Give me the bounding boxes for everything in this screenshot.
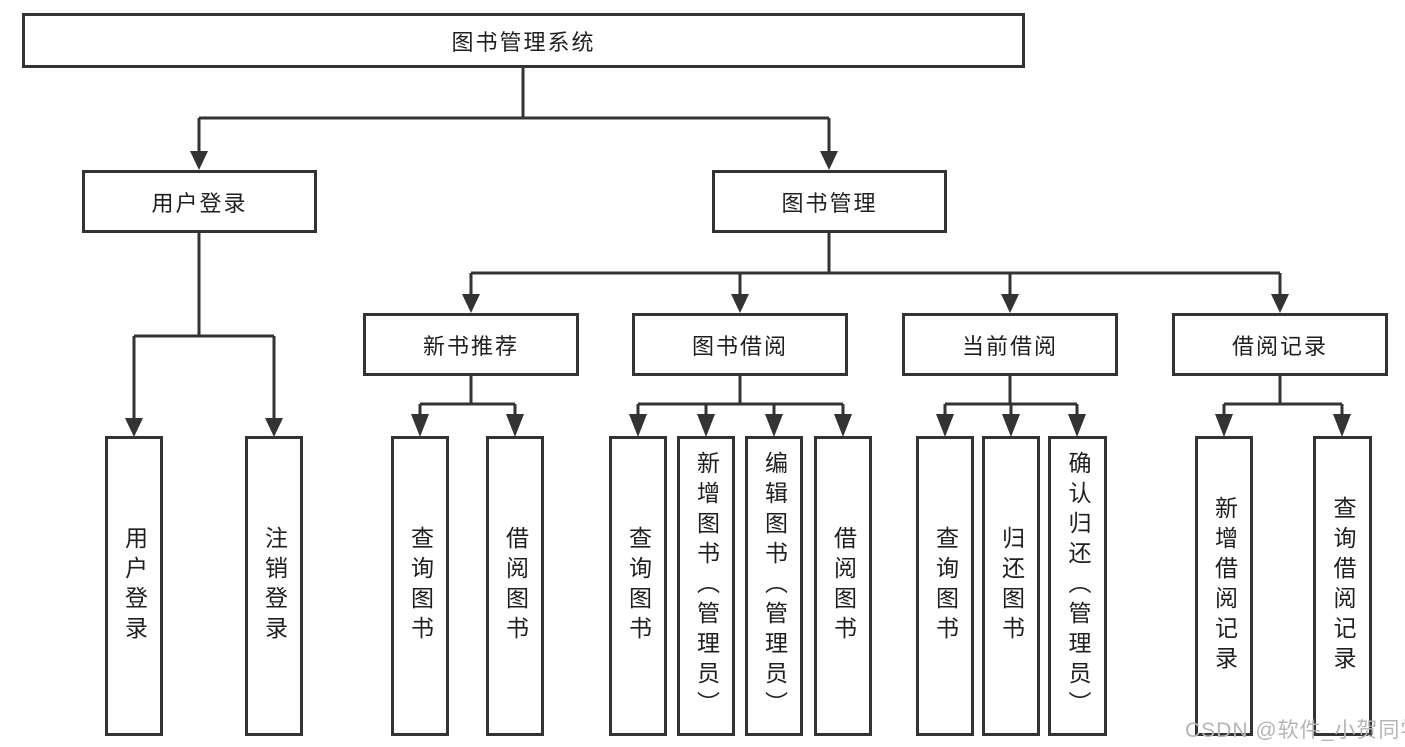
node-leaf-logout: 注销登录 <box>245 436 303 736</box>
node-leaf-user-login: 用户登录 <box>105 436 163 736</box>
node-current-borrowing: 当前借阅 <box>902 313 1118 376</box>
node-leaf-add-books-admin: 新增图书（管理员） <box>677 436 735 736</box>
node-book-management: 图书管理 <box>712 170 947 233</box>
node-leaf-confirm-return-admin: 确认归还（管理员） <box>1048 436 1107 736</box>
node-leaf-borrow-books-1: 借阅图书 <box>486 436 544 736</box>
node-leaf-borrow-books-2: 借阅图书 <box>814 436 872 736</box>
node-new-book-recommendation: 新书推荐 <box>363 313 579 376</box>
node-leaf-query-books-1: 查询图书 <box>391 436 449 736</box>
node-root-system: 图书管理系统 <box>22 13 1025 68</box>
node-leaf-query-books-3: 查询图书 <box>916 436 974 736</box>
node-leaf-return-books: 归还图书 <box>982 436 1040 736</box>
node-leaf-add-borrow-record: 新增借阅记录 <box>1195 436 1253 736</box>
csdn-watermark: CSDN @软件_小贺同学 <box>1185 719 1405 742</box>
node-leaf-query-borrow-record: 查询借阅记录 <box>1313 436 1372 736</box>
node-user-login: 用户登录 <box>82 170 317 233</box>
node-leaf-query-books-2: 查询图书 <box>609 436 667 736</box>
node-borrowing-records: 借阅记录 <box>1172 313 1388 376</box>
node-leaf-edit-books-admin: 编辑图书（管理员） <box>745 436 803 736</box>
node-book-borrowing: 图书借阅 <box>632 313 848 376</box>
